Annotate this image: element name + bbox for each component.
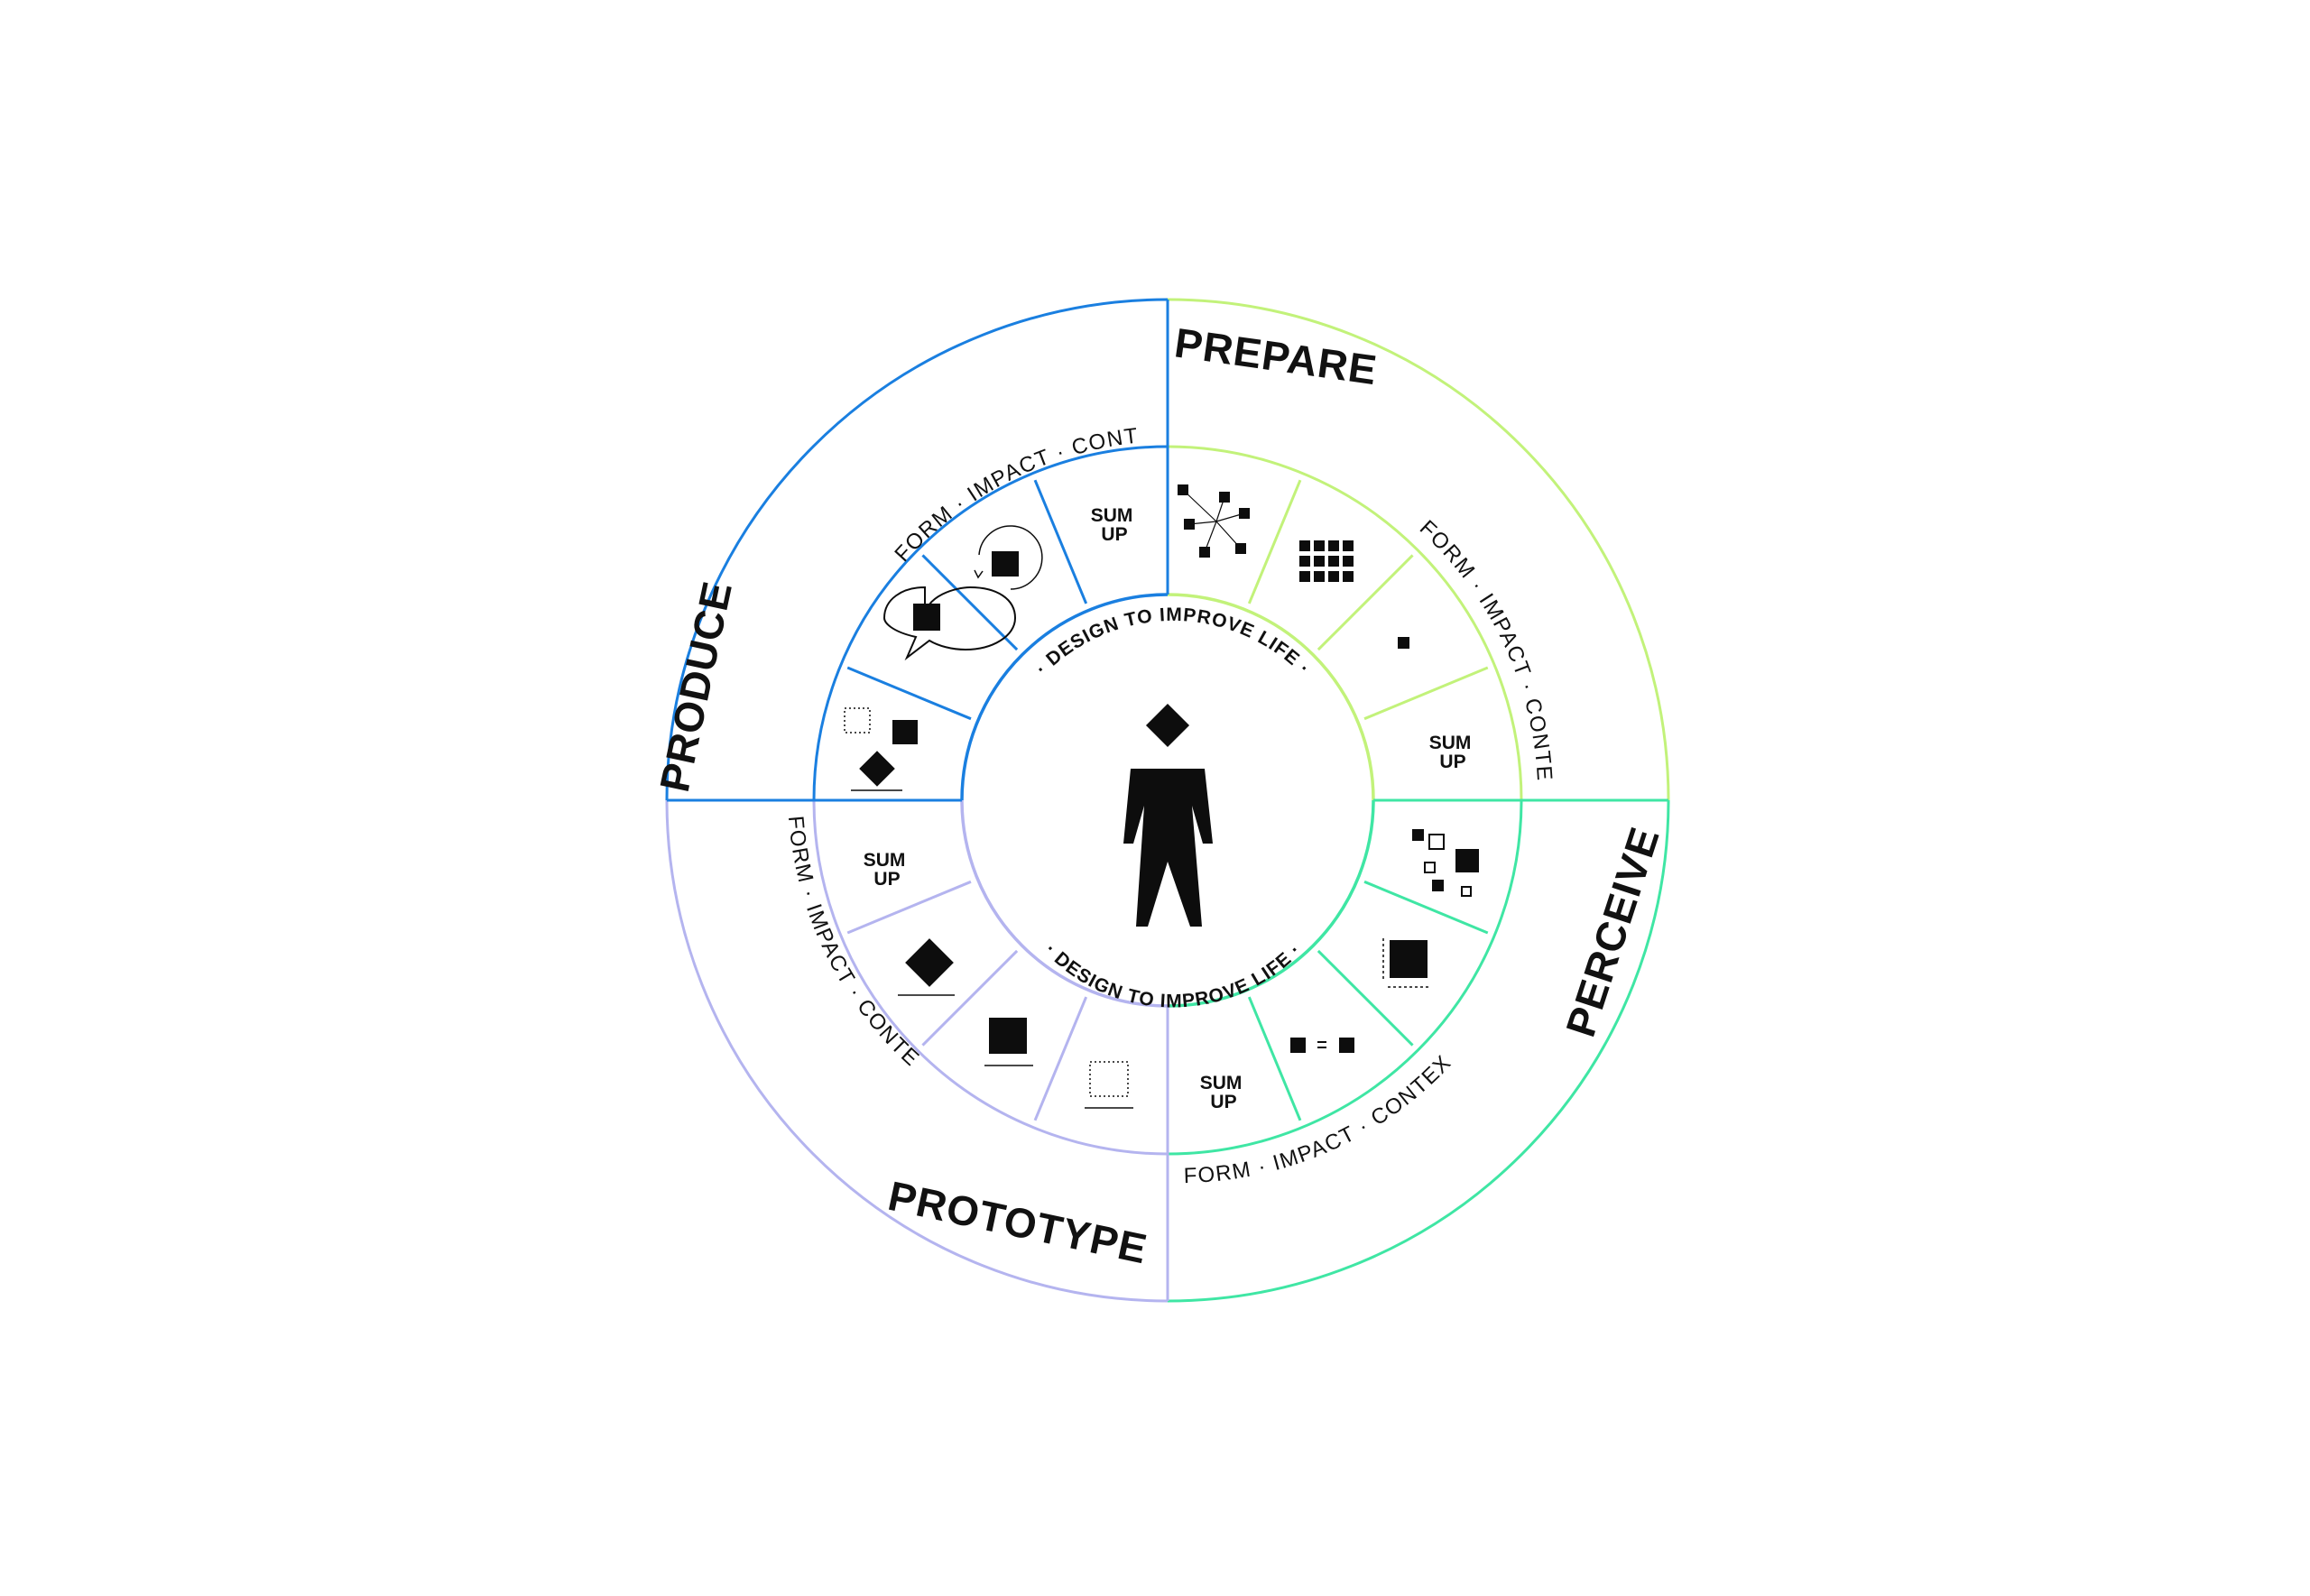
diamond-baseline-icon — [898, 938, 955, 996]
produce-inner-arc — [960, 593, 1169, 801]
prepare-inner-arc — [1167, 593, 1375, 801]
rotate-square-icon — [974, 525, 1043, 590]
prototype-separator-3 — [846, 880, 972, 935]
measure-square-icon — [1382, 938, 1429, 988]
prepare-sum-up: SUM UP — [1429, 733, 1477, 772]
perceive-inner-arc — [1167, 799, 1375, 1008]
prototype-separator-2 — [921, 949, 1019, 1047]
produce-outer-arc — [665, 298, 1169, 801]
produce-separator-2 — [921, 554, 1019, 651]
rings-layer — [665, 298, 1670, 1303]
prepare-mid-arc — [1167, 445, 1523, 801]
prototype-sum-up: SUM UP — [864, 850, 911, 890]
perceive-separator-3 — [1247, 996, 1302, 1121]
prototype-title: PROTOTYPE — [884, 1172, 1151, 1273]
dotted-square-icon — [1085, 1061, 1133, 1109]
produce-separator-1 — [846, 666, 972, 721]
prepare-separator-1 — [1247, 479, 1302, 604]
prototype-outer-arc — [665, 799, 1169, 1303]
produce-sum-up: SUM UP — [1091, 505, 1139, 545]
perceive-separator-1 — [1363, 880, 1489, 935]
scattered-squares-icon — [1412, 829, 1479, 897]
produce-title: PRODUCE — [651, 577, 741, 796]
equal-squares-icon — [1290, 1038, 1354, 1053]
perceive-sum-up: SUM UP — [1200, 1073, 1248, 1112]
prototype-mid-arc — [812, 799, 1169, 1156]
prototype-ring-label: FORM · IMPACT · CONTEXT — [0, 0, 924, 1072]
small-square-icon — [1398, 637, 1409, 649]
prepare-outer-arc — [1167, 298, 1670, 801]
square-baseline-icon — [984, 1018, 1033, 1066]
perceive-outer-arc — [1167, 799, 1670, 1303]
speech-bubble-icon — [882, 586, 1017, 661]
prototype-inner-arc — [960, 799, 1169, 1008]
produce-separator-3 — [1033, 479, 1088, 604]
grid-icon — [1299, 540, 1354, 582]
perceive-separator-2 — [1317, 949, 1414, 1047]
perceive-mid-arc — [1167, 799, 1523, 1156]
icons-layer — [844, 484, 1479, 1109]
prototype-separator-1 — [1033, 996, 1088, 1121]
shapes-group-icon — [844, 707, 918, 791]
motto-bottom: · DESIGN TO IMPROVE LIFE · — [1040, 939, 1306, 1011]
prepare-title: PREPARE — [1172, 318, 1381, 393]
network-icon — [1178, 484, 1250, 558]
person-icon — [1123, 703, 1213, 927]
produce-mid-arc — [812, 445, 1169, 801]
produce-ring-label: FORM · IMPACT · CONTEXT — [0, 0, 1141, 567]
prepare-separator-3 — [1363, 666, 1489, 721]
prepare-separator-2 — [1317, 554, 1414, 651]
